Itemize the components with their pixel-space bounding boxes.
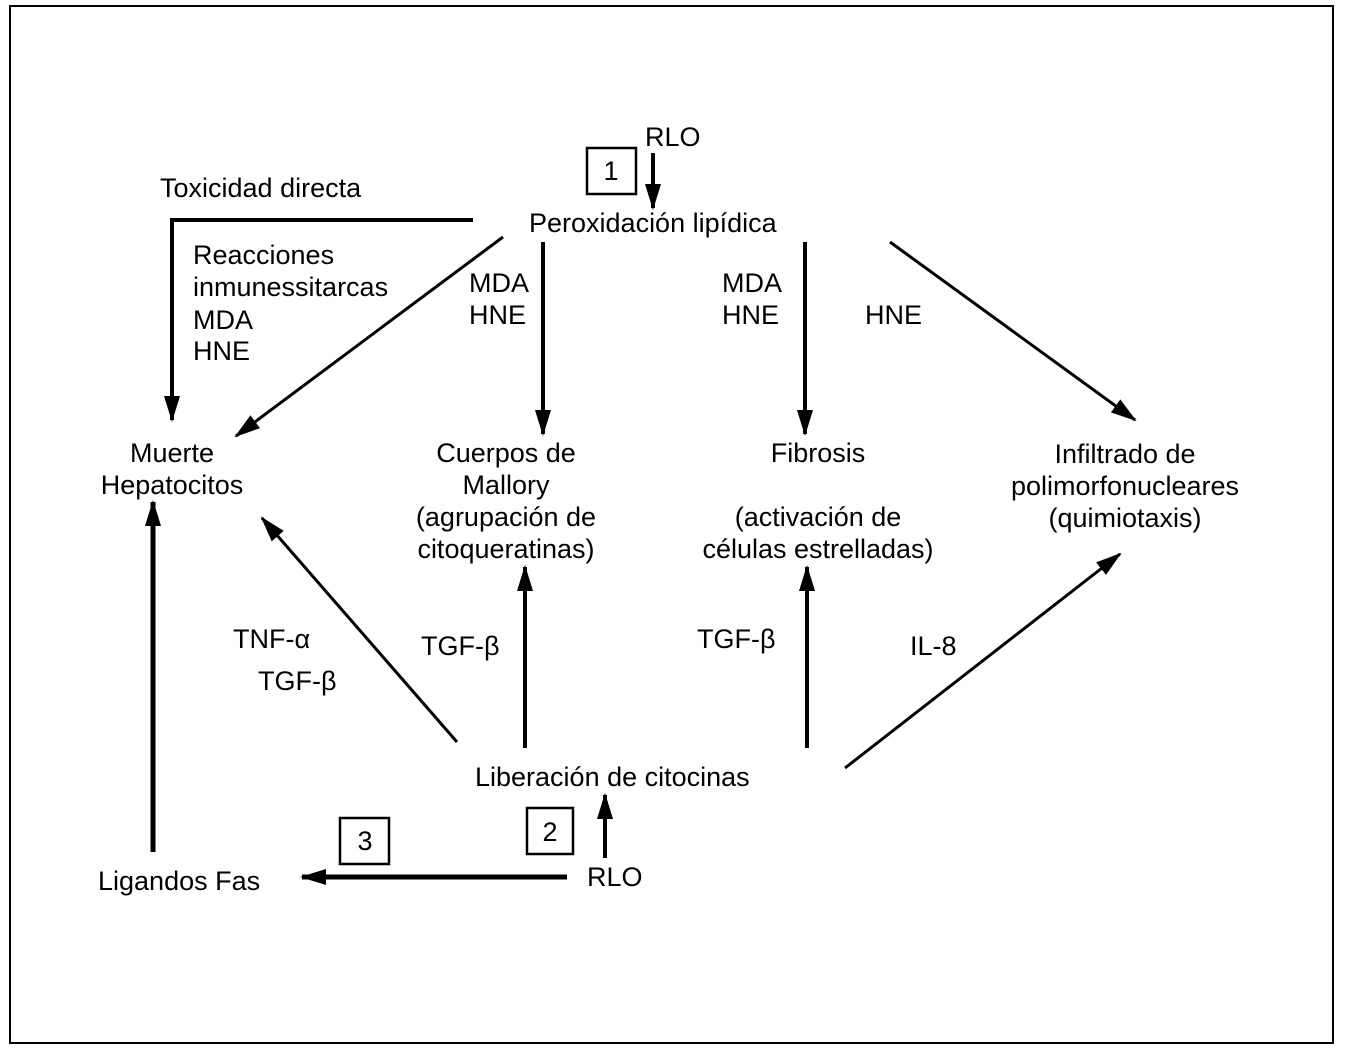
marker-3: 3: [357, 826, 372, 856]
node-mallory-line2: Mallory: [462, 470, 550, 500]
arrow-liberacion-to-infiltrado: [844, 552, 1122, 770]
label-fibrosis-mda: MDA: [722, 268, 782, 298]
node-rlo-bottom: RLO: [587, 862, 643, 892]
node-fibrosis-line1: Fibrosis: [771, 438, 866, 468]
label-mallory-tgf-beta: TGF-β: [421, 631, 500, 661]
marker-box-1: [585, 146, 638, 196]
label-il-8: IL-8: [910, 631, 957, 661]
arrow-liberacion-to-muerte: [260, 516, 459, 743]
node-infiltrado-line3: (quimiotaxis): [1048, 503, 1201, 533]
node-ligandos-fas: Ligandos Fas: [98, 866, 260, 896]
marker-1: 1: [603, 156, 618, 186]
node-liberacion: Liberación de citocinas: [475, 762, 750, 792]
node-infiltrado-line1: Infiltrado de: [1054, 439, 1195, 469]
label-reacciones-hne: HNE: [193, 336, 250, 366]
label-fibrosis-hne: HNE: [722, 300, 779, 330]
arrow-peroxidacion-to-muerte: [234, 235, 504, 438]
label-muerte-tgf-beta: TGF-β: [258, 666, 337, 696]
node-fibrosis-line3: células estrelladas): [702, 534, 933, 564]
label-mallory-hne: HNE: [469, 300, 526, 330]
node-rlo-top: RLO: [645, 122, 701, 152]
label-reacciones-mda: MDA: [193, 305, 253, 335]
arrow-toxicidad-to-muerte: [164, 218, 473, 422]
node-mallory-line4: citoqueratinas): [417, 534, 594, 564]
label-toxicidad-directa: Toxicidad directa: [160, 173, 362, 203]
label-infiltrado-hne: HNE: [865, 300, 922, 330]
label-mallory-mda: MDA: [469, 268, 529, 298]
node-muerte-line1: Muerte: [130, 438, 214, 468]
node-fibrosis-line2: (activación de: [735, 502, 902, 532]
label-reacciones: Reacciones: [193, 240, 334, 270]
node-peroxidacion: Peroxidación lipídica: [529, 208, 778, 238]
node-infiltrado-line2: polimorfonucleares: [1011, 471, 1239, 501]
label-inmunessitarcas: inmunessitarcas: [193, 272, 388, 302]
marker-box-3: [338, 816, 391, 866]
label-tnf-alpha: TNF-α: [233, 624, 310, 654]
marker-box-2: [525, 806, 575, 856]
marker-2: 2: [542, 817, 557, 847]
arrow-peroxidacion-to-infiltrado: [889, 240, 1137, 422]
diagram-frame: [9, 5, 1334, 1044]
label-fibrosis-tgf-beta: TGF-β: [697, 624, 776, 654]
node-mallory-line1: Cuerpos de: [436, 438, 576, 468]
node-muerte-line2: Hepatocitos: [101, 470, 244, 500]
node-mallory-line3: (agrupación de: [416, 502, 596, 532]
